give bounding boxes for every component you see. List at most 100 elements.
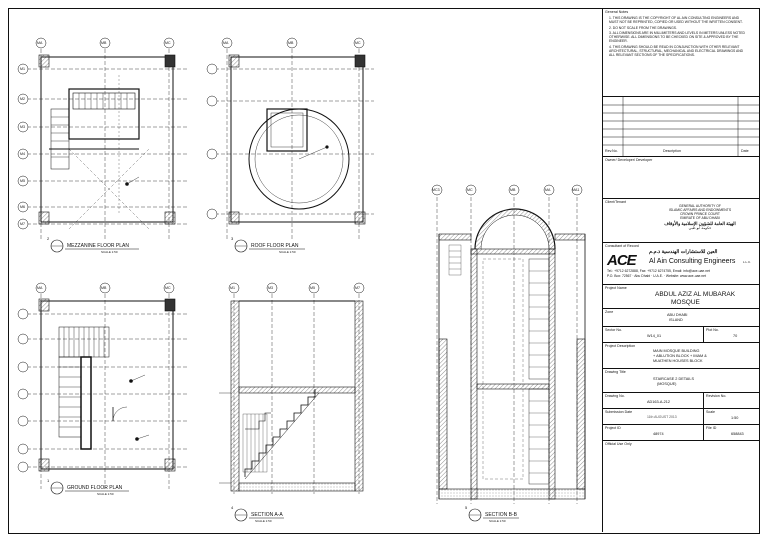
grid-label: MA — [37, 286, 43, 290]
client-arabic: الهيئة العامة للشؤون الإسلامية والأوقاف — [664, 220, 736, 226]
grid-label: MC — [467, 188, 473, 192]
drawing-area: MA MB MC M1 M2 M3 M4 M5 M6 M7 MA MB MC M… — [9, 9, 602, 532]
drawing-scale: SCALE 1:50 — [97, 492, 114, 496]
consultant-name: Al Ain Consulting Engineers — [649, 258, 736, 265]
drawing-title-value: STAIRCASE 2 DETAILS — [653, 377, 695, 381]
grid-label: MC — [355, 41, 361, 45]
client-label: Client/Tenant — [605, 200, 626, 204]
drawing-title-label: Drawing Title — [605, 370, 626, 374]
grid-label: M2 — [20, 97, 25, 101]
drawing-title: MEZZANINE FLOOR PLAN — [67, 243, 129, 249]
grid-label: M3 — [20, 125, 25, 129]
project-description: MAIN MOSQUE BUILDING + ABLUTION BLOCK + … — [653, 349, 707, 364]
client-line: CROWN PRINCE COURT — [680, 211, 720, 216]
drawing-scale: SCALE 1:50 — [101, 250, 118, 254]
ground-floor-plan — [17, 282, 187, 489]
revision-label: Revision No. — [706, 394, 727, 398]
revision-grid — [603, 97, 760, 156]
drawing-sheet: MA MB MC M1 M2 M3 M4 M5 M6 M7 MA MB MC M… — [8, 8, 760, 534]
drawing-title-markers — [50, 239, 519, 522]
project-name-label: Project Name — [605, 286, 627, 290]
project-description-line: + ABLUTION BLOCK + IMAM & — [653, 353, 707, 358]
grid-label: MA — [37, 41, 43, 45]
section-b-b — [431, 184, 586, 504]
zone-label: Zone — [605, 310, 614, 314]
project-description-line: MUATHEN HOUSES BLOCK — [653, 358, 703, 363]
date-header: Date — [741, 149, 749, 153]
title-block: General Notes 1. THIS DRAWING IS THE COP… — [602, 9, 760, 532]
description-header: Description — [663, 149, 681, 153]
general-notes-title: General Notes — [605, 10, 629, 14]
owner-label: Owner/ Developer/ Developer — [605, 158, 653, 162]
sector-label: Sector No. — [605, 328, 622, 332]
grid-label: MA — [223, 41, 229, 45]
general-notes: General Notes 1. THIS DRAWING IS THE COP… — [603, 9, 760, 97]
consultant-arabic: العين للاستشارات الهندسية ذ.م.م — [649, 249, 718, 255]
grid-label: M7 — [20, 222, 25, 226]
note-item: 2. DO NOT SCALE FROM THE DRAWINGS. — [609, 25, 677, 30]
drawing-title: SECTION A-A — [251, 512, 283, 518]
grid-label: MA1 — [572, 188, 580, 192]
project-id-label: Project ID — [605, 426, 621, 430]
project-description-label: Project Description — [605, 344, 636, 348]
grid-label: M6 — [20, 205, 25, 209]
drawing-title: ROOF FLOOR PLAN — [251, 243, 299, 249]
zone-section: Zone ABU DHABI ISLAND — [603, 309, 760, 327]
consultant-address: P.O. Box: 72567 · Abu Dhabi · U.A.E. · W… — [607, 274, 707, 278]
client-line: EMIRATE OF ABU DHABI — [680, 215, 720, 220]
drawing-scale: SCALE 1:50 — [279, 250, 296, 254]
grid-label: MB — [101, 286, 107, 290]
drawing-number: 2 — [47, 236, 50, 241]
drawing-no-value: AD163-A-212 — [647, 400, 671, 404]
project-name: ABDUL AZIZ AL MUBARAK — [655, 291, 736, 298]
file-id-label: File ID — [706, 426, 717, 430]
grid-label: MB — [510, 188, 516, 192]
grid-label: M7 — [355, 286, 360, 290]
consultant-contact: Tel.: +9712 6272888, Fax: +9712 6274755,… — [607, 269, 710, 273]
drawing-number: 1 — [47, 478, 50, 483]
notes-list: 1. THIS DRAWING IS THE COPYRIGHT OF AL A… — [609, 16, 749, 59]
note-item: 4. THIS DRAWING SHOULD BE READ IN CONJUN… — [609, 44, 744, 58]
drawing-title: GROUND FLOOR PLAN — [67, 485, 123, 491]
grid-label: MA — [545, 188, 551, 192]
consultant-section: Consultant of Record ACE العين للاستشارا… — [603, 243, 760, 285]
client-line: GENERAL AUTHORITY OF — [678, 204, 721, 208]
plot-label: Plot No. — [706, 328, 719, 332]
grid-label: M4 — [20, 152, 25, 156]
grid-label: MC3 — [432, 188, 440, 192]
drawing-number: 5 — [465, 505, 468, 510]
project-id-value: 48974 — [653, 432, 664, 436]
project-description-section: Project Description MAIN MOSQUE BUILDING… — [603, 343, 760, 369]
section-a-a — [219, 282, 365, 494]
grid-label: MB — [101, 41, 107, 45]
client-line: ISLAMIC AFFAIRS AND ENDOWMENTS — [668, 207, 732, 212]
client-arabic-sub: حكومة أبو ظبي — [688, 225, 712, 230]
zone-value: ABU DHABI — [667, 313, 688, 317]
scale-value: 1:50 — [731, 416, 739, 420]
submission-value: 11th AUGUST 2013 — [647, 415, 677, 419]
grid-label: MB — [288, 41, 294, 45]
revision-table: Rev.No. Description Date — [603, 97, 760, 157]
consultant-llc: L.L.C. — [743, 260, 752, 264]
drawing-scale: SCALE 1:50 — [489, 519, 506, 523]
project-name-section: Project Name ABDUL AZIZ AL MUBARAK MOSQU… — [603, 285, 760, 309]
project-id-section: Project ID 48974 File ID 658843 — [603, 425, 760, 441]
client-section: Client/Tenant GENERAL AUTHORITY OF ISLAM… — [603, 199, 760, 243]
grid-label: MC — [165, 41, 171, 45]
consultant-label: Consultant of Record — [605, 244, 639, 248]
mezzanine-floor-plan — [17, 37, 187, 239]
sector-value: W14_01 — [647, 334, 662, 338]
architectural-drawings — [17, 37, 586, 522]
drawing-number-section: Drawing No. AD163-A-212 Revision No. — [603, 393, 760, 409]
roof-floor-plan — [206, 37, 374, 239]
client-details: GENERAL AUTHORITY OF ISLAMIC AFFAIRS AND… — [655, 204, 745, 230]
grid-label: M3 — [268, 286, 273, 290]
drawing-title-value-line2: (MOSQUE) — [657, 382, 677, 386]
file-id-value: 658843 — [731, 432, 744, 436]
drawing-title-section: Drawing Title STAIRCASE 2 DETAILS (MOSQU… — [603, 369, 760, 393]
drawing-title: SECTION B-B — [485, 512, 517, 518]
rev-no-header: Rev.No. — [605, 149, 618, 153]
official-use-label: Official Use Only — [605, 442, 632, 446]
drawing-number: 3 — [231, 236, 234, 241]
note-item: 3. ALL DIMENSIONS ARE IN MILLIMETERS AND… — [609, 31, 745, 44]
